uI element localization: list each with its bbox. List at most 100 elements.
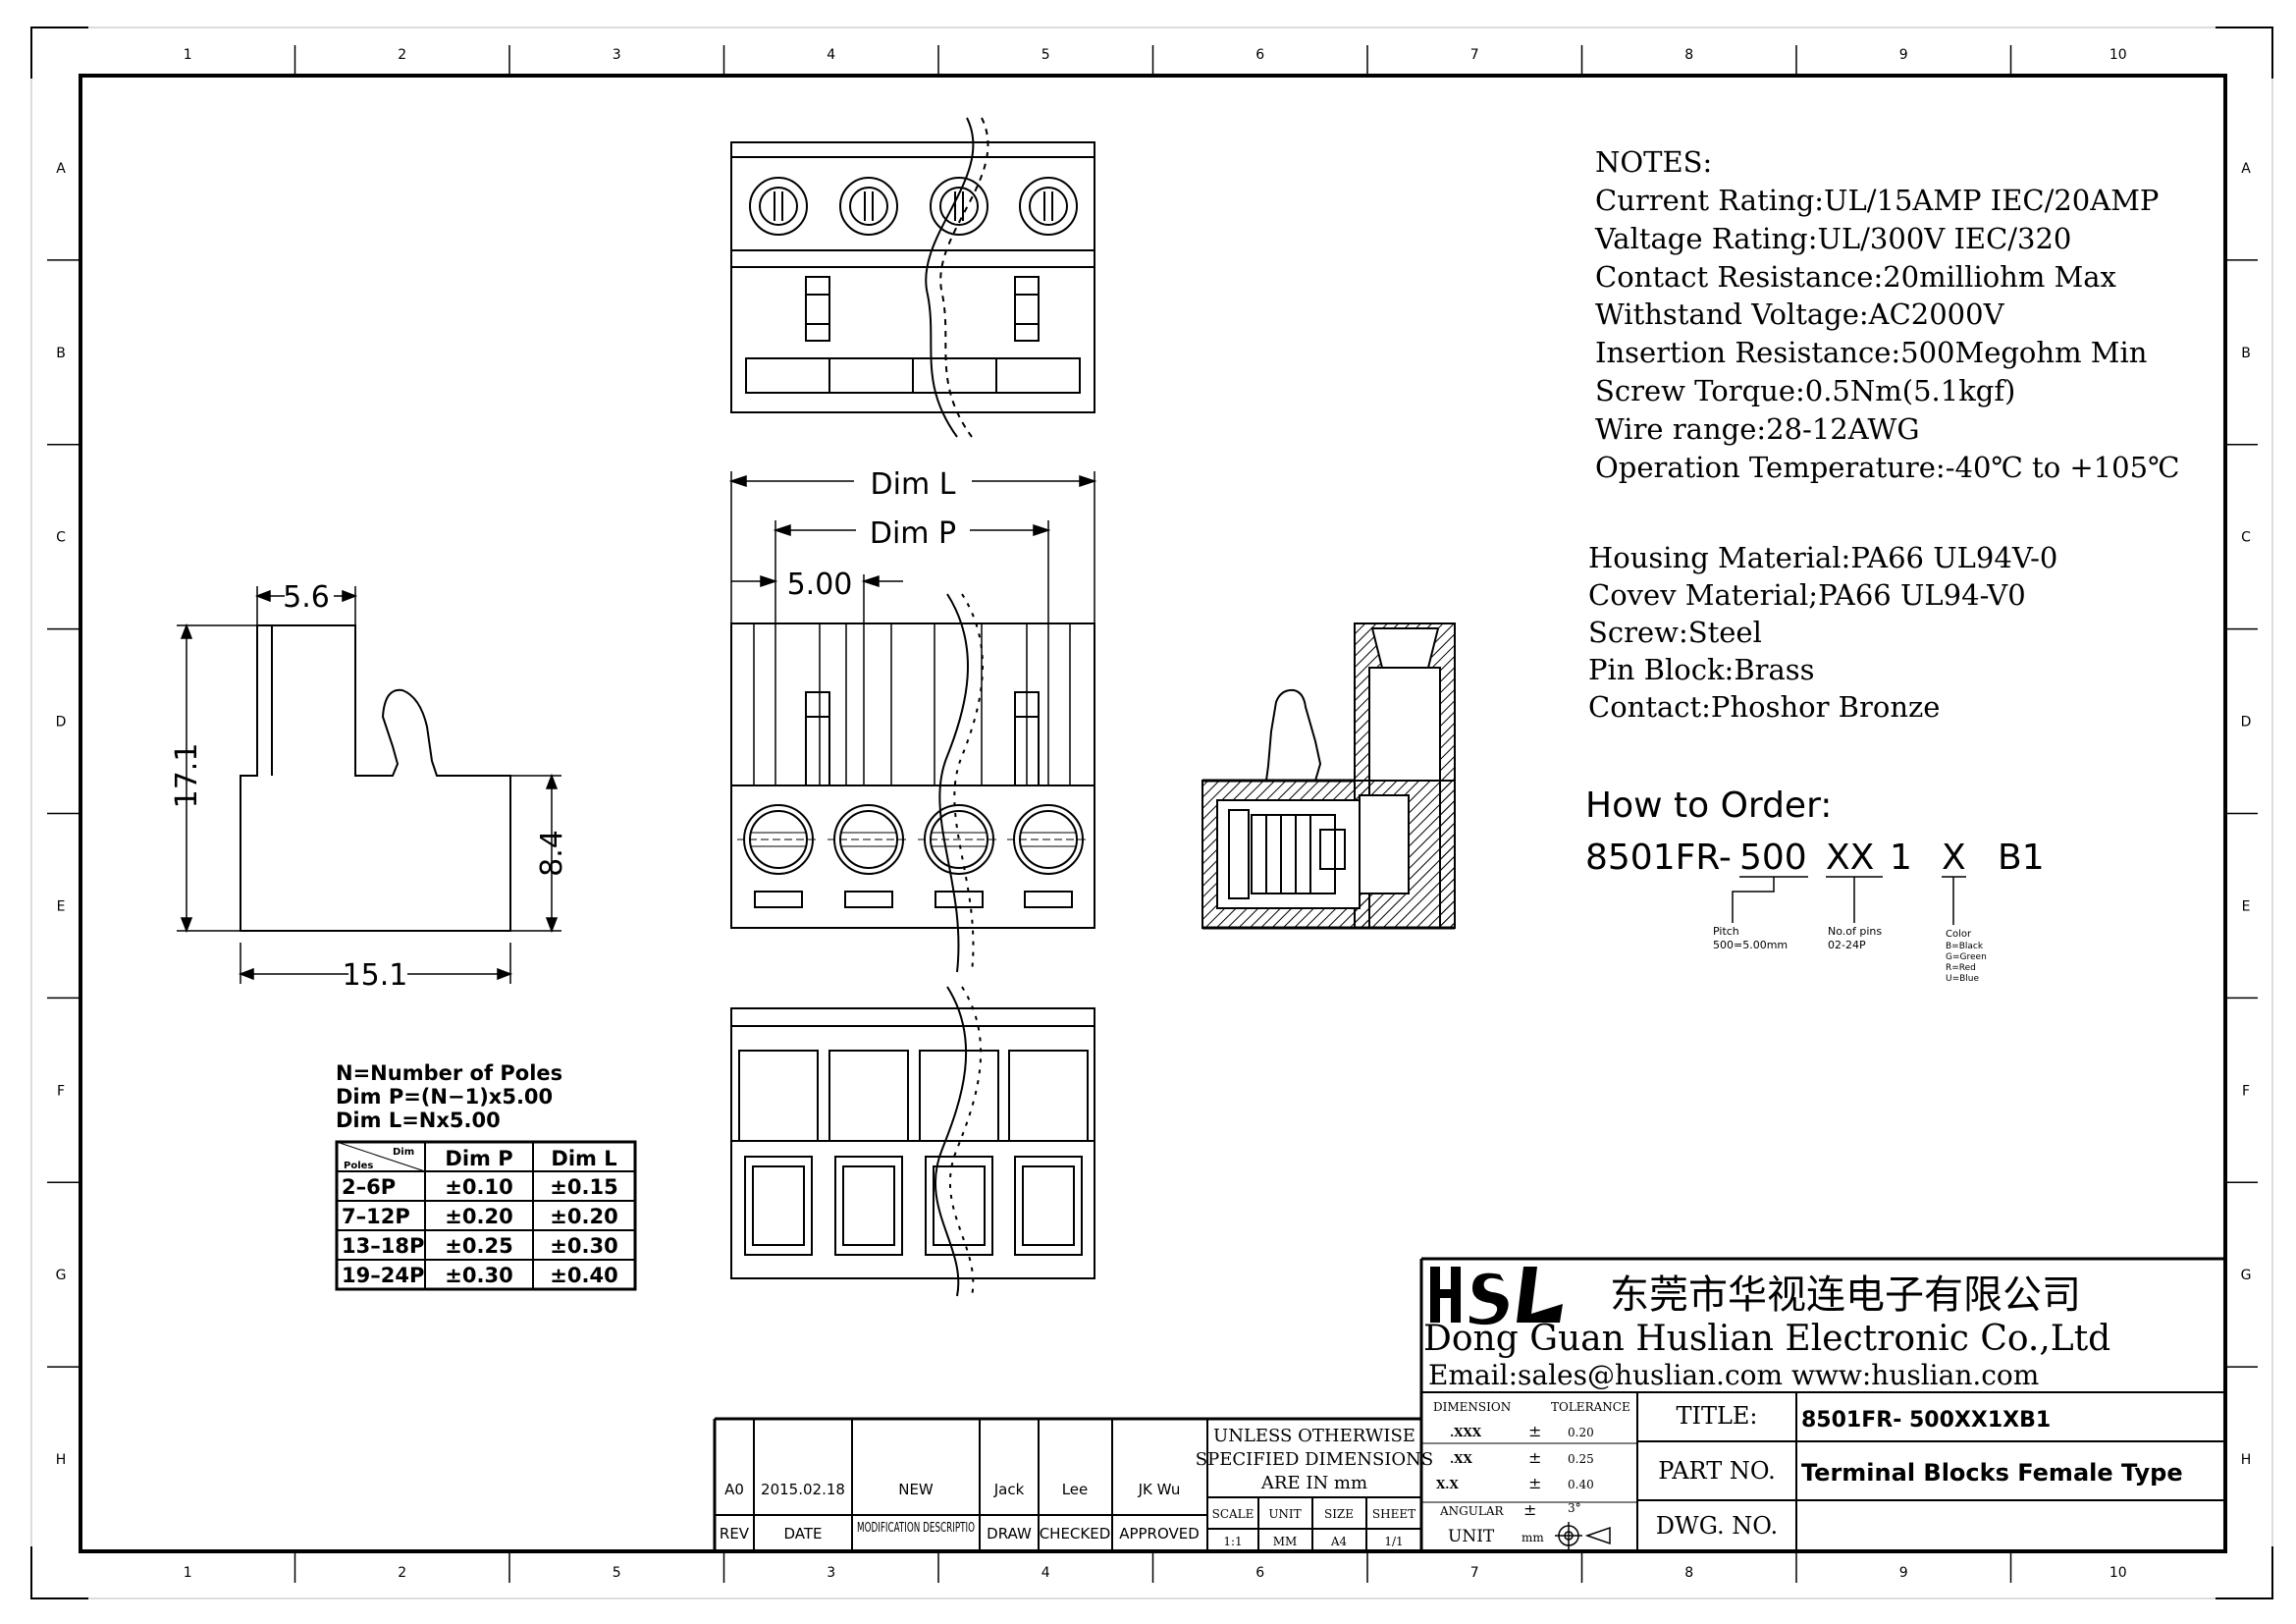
unit-label: UNIT [1448,1527,1495,1546]
zone-row-label: D [2241,715,2252,731]
order-code-color: X [1942,838,1966,878]
tolerance-value: 0.25 [1568,1452,1594,1466]
table-cell: ±0.20 [445,1205,512,1228]
tolerance-header: TOLERANCE [1551,1400,1630,1414]
tolerance-value: 0.20 [1568,1426,1594,1439]
top-view-screws [749,177,1078,236]
zone-row-label: D [56,715,67,731]
zone-column-label: 10 [2109,1565,2127,1581]
company-contact: Email:sales@huslian.com www:huslian.com [1428,1359,2039,1391]
zone-column-label: 10 [2109,47,2127,63]
latch-slot [1014,691,1040,786]
material-line: Pin Block:Brass [1588,653,1815,686]
zone-row-label: H [56,1452,67,1468]
part-no-label: PART NO. [1658,1457,1775,1485]
zone-row-label: G [56,1268,67,1283]
date-header: DATE [783,1525,822,1543]
dim-l-label: Dim L [871,467,956,502]
top-view-slots [805,276,1040,342]
note-line: Valtage Rating:UL/300V IEC/320 [1594,222,2071,255]
table-cell: ±0.15 [550,1175,617,1199]
note-line: Insertion Resistance:500Megohm Min [1595,336,2147,369]
dimension-header: DIMENSION [1433,1400,1511,1414]
test-port [754,891,803,908]
test-port [1024,891,1073,908]
zone-row-label: F [2242,1083,2250,1099]
zone-column-label: 8 [1684,47,1693,63]
tolerance-sign: ± [1528,1422,1541,1440]
zone-row-label: G [2241,1268,2252,1283]
screw-head [749,177,808,236]
unit-value: mm [1522,1531,1544,1544]
order-pins-label: No.of pins [1828,925,1882,938]
zone-column-label: 8 [1684,1565,1693,1581]
table-cell: ±0.30 [550,1234,617,1258]
title-label: TITLE: [1676,1402,1757,1430]
checked-header: CHECKED [1040,1525,1111,1543]
table-cell: 7–12P [342,1205,410,1228]
section-view [1201,623,1456,930]
zone-ticks [47,45,2258,1583]
unless-line: UNLESS OTHERWISE [1213,1426,1415,1446]
unless-line: ARE IN mm [1260,1473,1367,1493]
note-line: Screw Torque:0.5Nm(5.1kgf) [1595,374,2015,407]
zone-column-label: 7 [1470,1565,1479,1581]
contact-cavity [1008,1050,1089,1142]
unit-header: UNIT [1268,1507,1301,1521]
zone-row-label: B [56,346,66,361]
zone-row-label: F [57,1083,65,1099]
order-pitch-value: 500=5.00mm [1713,939,1788,951]
side-view [240,624,511,932]
zone-column-label: 4 [1041,1565,1050,1581]
zone-column-label: 3 [613,47,621,63]
table-cell: ±0.30 [445,1264,512,1287]
material-line: Covev Material;PA66 UL94-V0 [1588,578,2026,612]
company-name-cn: 东莞市华视连电子有限公司 [1610,1272,2081,1318]
zone-row-label: E [57,898,66,914]
scale-header: SCALE [1212,1507,1255,1521]
rev-value: A0 [724,1481,744,1498]
company-logo [1430,1267,1563,1326]
zone-column-label: 6 [1255,47,1264,63]
size-header: SIZE [1324,1507,1354,1521]
approved-value: JK Wu [1138,1481,1181,1498]
side-width-bottom-label: 15.1 [343,958,408,993]
part-no-value: Terminal Blocks Female Type [1801,1459,2183,1487]
table-header: Dim P [445,1147,512,1170]
formula-line: Dim P=(N−1)x5.00 [336,1085,553,1109]
note-line: Contact Resistance:20milliohm Max [1595,260,2116,294]
note-line: Operation Temperature:-40℃ to +105℃ [1595,451,2179,484]
tolerance-dim: .XXX [1450,1426,1482,1439]
zone-row-label: A [2241,161,2251,177]
zone-row-label: H [2241,1452,2252,1468]
tolerance-sign: ± [1523,1500,1536,1519]
projection-icon [1555,1522,1611,1549]
latch-slot [805,691,830,786]
formula-line: Dim L=Nx5.00 [336,1109,501,1132]
draw-value: Jack [993,1481,1025,1498]
order-pins-value: 02-24P [1828,939,1866,951]
sheet-header: SHEET [1372,1507,1415,1521]
contact-cavity [738,1050,819,1142]
contact-cavity [828,1050,909,1142]
bottom-view [730,986,1095,1297]
notes-heading: NOTES: [1595,145,1712,179]
angular-value: 3° [1568,1501,1581,1515]
front-view-wire-holes [737,804,1090,908]
table-header: Dim L [551,1147,616,1170]
zone-column-label: 7 [1470,47,1479,63]
sheet-value: 1/1 [1384,1535,1403,1548]
order-code-row: 1 [1890,838,1912,878]
table-cell: 13–18P [342,1234,424,1258]
screw-head [1019,177,1078,236]
screw-head [930,177,988,236]
draw-header: DRAW [987,1525,1032,1543]
material-line: Contact:Phoshor Bronze [1588,690,1940,724]
rev-header: REV [720,1525,750,1543]
contact-cavity [919,1050,999,1142]
bottom-view-cells [738,1050,1089,1256]
modification-header: MODIFICATION DESCRIPTIO [857,1521,975,1536]
test-port [844,891,893,908]
size-value: A4 [1330,1535,1348,1548]
